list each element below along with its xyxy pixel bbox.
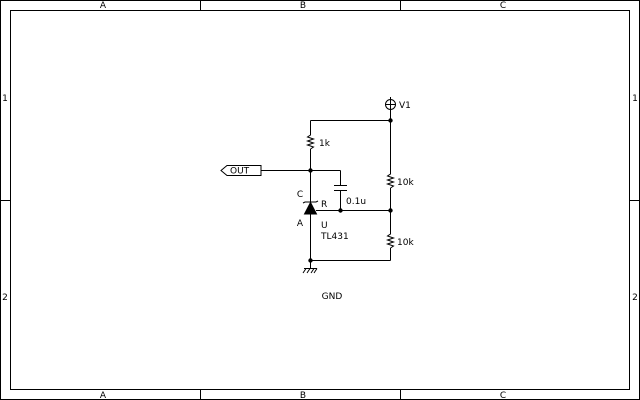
ground-hatch: [310, 268, 315, 274]
power-symbol-v1[interactable]: V1: [385, 97, 411, 111]
zener-triangle-icon: [303, 201, 318, 215]
inner-border: [10, 10, 630, 390]
wires: [261, 110, 391, 268]
ground-hatch: [313, 268, 318, 274]
junction-dot: [388, 118, 393, 123]
capacitor-value-label: 0.1u: [346, 197, 366, 207]
resistor-zigzag-icon: [385, 172, 396, 189]
pin-cathode-label: C: [297, 190, 303, 200]
tl431-regulator[interactable]: C A R U TL431: [297, 190, 349, 242]
zone-row-2-left: 2: [2, 293, 8, 303]
capacitor-0.1u[interactable]: 0.1u: [334, 185, 366, 208]
ground-symbol[interactable]: [302, 268, 318, 274]
junction-dot: [388, 208, 393, 213]
zone-row-1-left: 1: [2, 94, 8, 104]
port-arrow-icon: [220, 165, 262, 176]
resistor-value-label: 1k: [319, 139, 331, 149]
zone-row-2-right: 2: [632, 293, 638, 303]
ground-label: GND: [322, 292, 343, 302]
zone-col-a-bottom: A: [100, 391, 107, 400]
junction-dot: [308, 258, 313, 263]
zone-col-c-top: C: [500, 1, 506, 11]
resistor-value-label: 10k: [397, 178, 414, 188]
junction-dot: [308, 168, 313, 173]
zone-row-1-right: 1: [632, 94, 638, 104]
resistor-zigzag-icon: [305, 133, 316, 150]
pin-ref-label: R: [321, 200, 327, 210]
resistor-10k-bottom[interactable]: 10k: [385, 232, 415, 249]
junction-dot: [338, 208, 343, 213]
resistor-1k[interactable]: 1k: [305, 133, 331, 150]
zone-col-c-bottom: C: [500, 391, 506, 400]
zone-col-b-top: B: [300, 1, 306, 11]
out-port[interactable]: OUT: [220, 165, 262, 177]
resistor-value-label: 10k: [397, 238, 414, 248]
ground-hatch: [306, 268, 311, 274]
resistor-10k-top[interactable]: 10k: [385, 172, 415, 189]
zone-col-a-top: A: [100, 1, 107, 11]
power-label: V1: [399, 101, 411, 111]
resistor-zigzag-icon: [385, 232, 396, 249]
part-number-label: TL431: [320, 232, 349, 242]
ground-hatch: [302, 268, 307, 274]
zone-col-b-bottom: B: [300, 391, 306, 400]
junctions: [308, 118, 393, 263]
designator-label: U: [321, 221, 328, 231]
pin-anode-label: A: [297, 219, 304, 229]
out-port-label: OUT: [230, 167, 250, 177]
